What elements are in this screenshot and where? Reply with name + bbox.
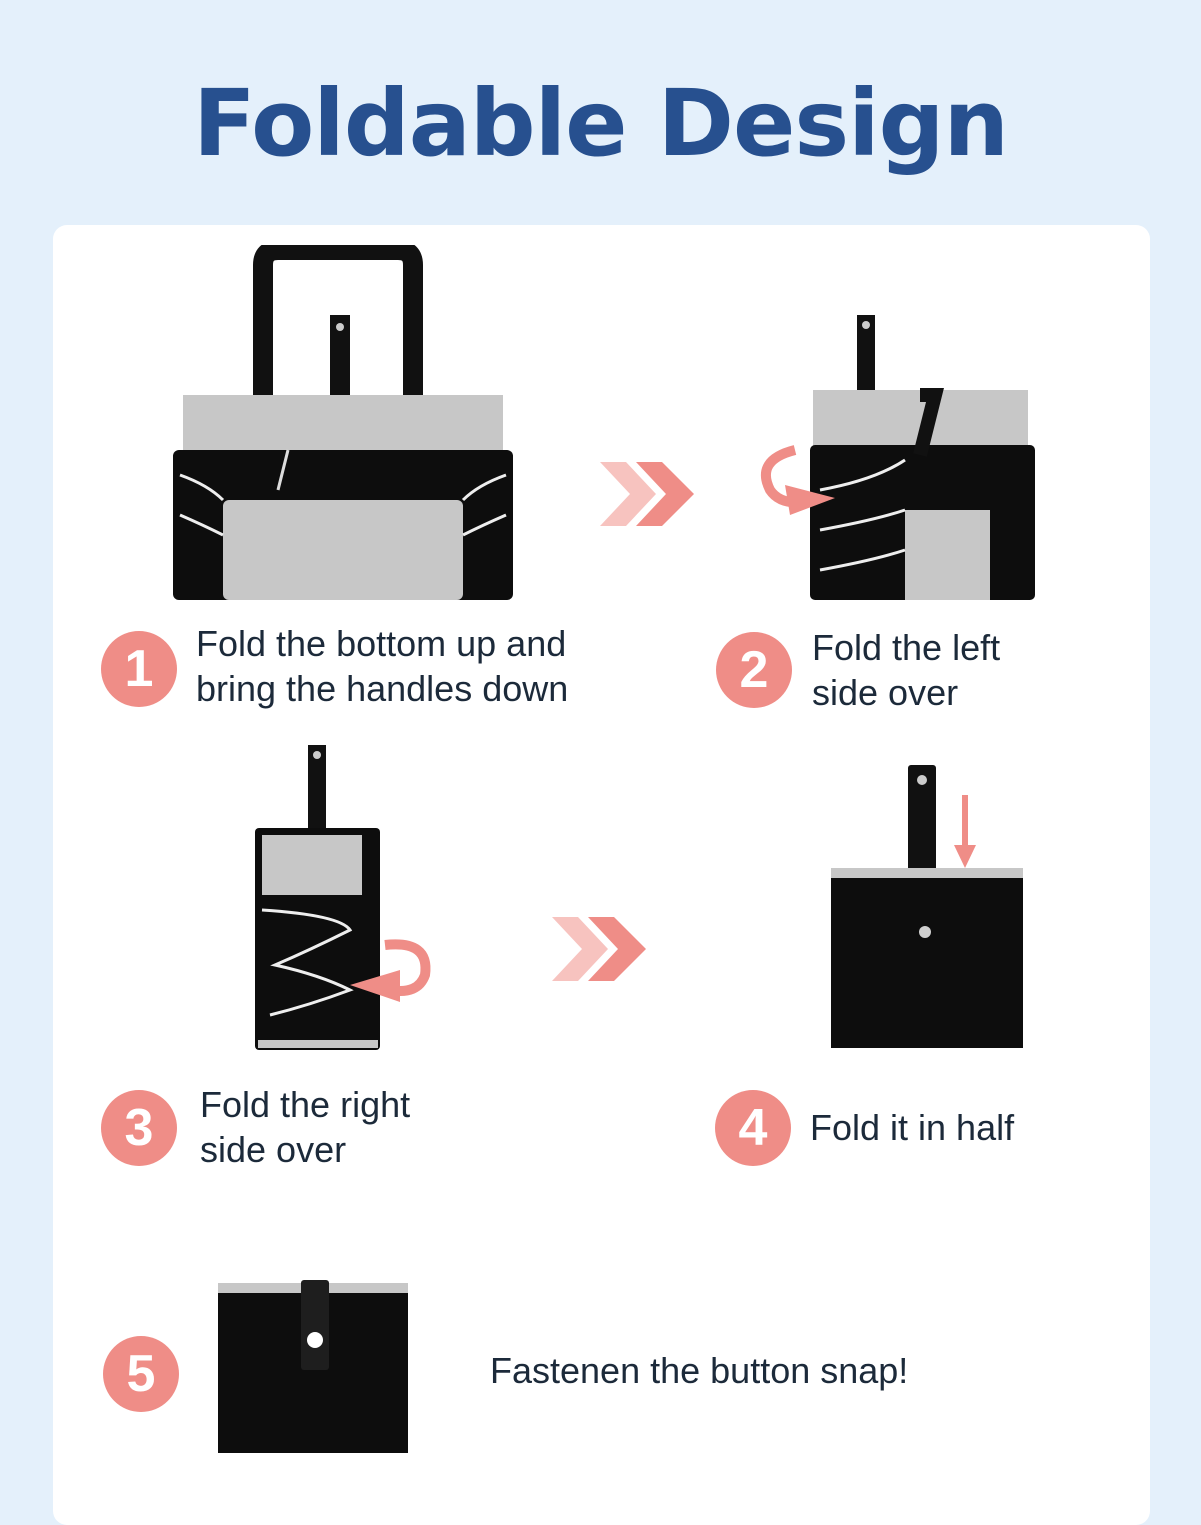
chevron-right-icon: [552, 917, 646, 981]
step-1-badge: 1: [101, 631, 177, 707]
step-4-badge: 4: [715, 1090, 791, 1166]
bag-open-illustration: [173, 245, 513, 600]
step-1-text: Fold the bottom up and bring the handles…: [196, 623, 569, 709]
step-2-text: Fold the left side over: [812, 627, 1001, 713]
bag-fold-right-illustration: [255, 745, 431, 1050]
bag-fold-left-illustration: [761, 315, 1035, 600]
chevron-right-icon: [600, 462, 694, 526]
bag-fold-half-illustration: [831, 765, 1023, 1048]
step-3-badge: 3: [101, 1090, 177, 1166]
step-4-text: Fold it in half: [810, 1107, 1015, 1148]
page-title: Foldable Design: [192, 70, 1009, 177]
step-3-text: Fold the right side over: [200, 1084, 411, 1170]
step-2-badge: 2: [716, 632, 792, 708]
bag-folded-closed-illustration: [218, 1280, 408, 1453]
step-5-text: Fastenen the button snap!: [490, 1350, 909, 1391]
step-5-badge: 5: [103, 1336, 179, 1412]
